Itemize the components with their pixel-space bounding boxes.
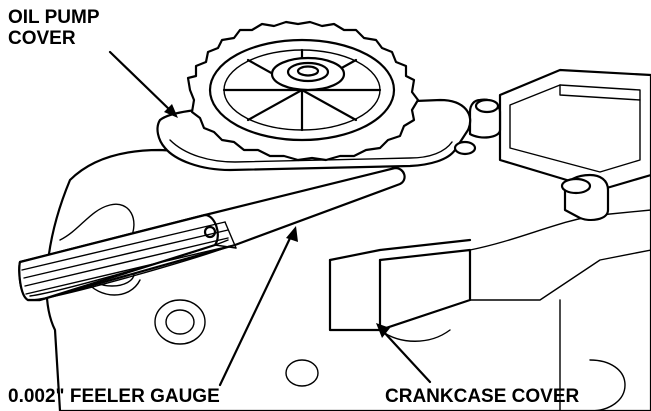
feeler-gauge-tool [18,166,406,302]
oil-pump-cover-label-line2: COVER [8,28,76,49]
leader-arrow-oil-pump-cover [108,50,178,118]
leader-arrow-crankcase-cover [376,323,432,384]
cover-housing-right [468,68,651,221]
crankcase-cover-label: CRANKCASE COVER [385,386,580,407]
leader-arrow-feeler-gauge [218,226,298,387]
oil-pump-cover-label-line1: OIL PUMP [8,7,100,28]
oil-pump-cover-label: OIL PUMP COVER [8,7,100,49]
oil-pump-gear [186,20,420,162]
feeler-gauge-label: 0.002" FEELER GAUGE [8,386,220,407]
